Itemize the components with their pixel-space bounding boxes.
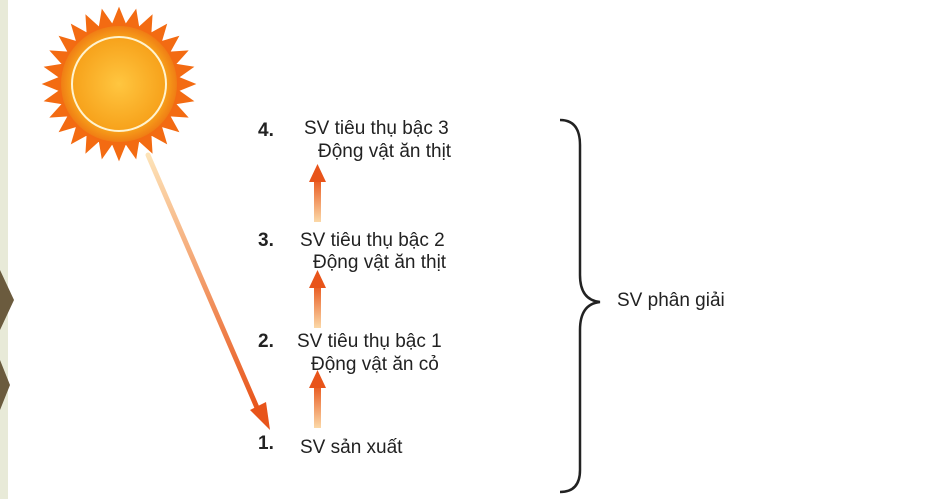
energy-arrow-3-to-4 xyxy=(309,164,326,222)
sun-icon xyxy=(41,6,197,162)
level-title: SV tiêu thụ bậc 2 xyxy=(300,230,445,251)
energy-arrow-1-to-2 xyxy=(309,370,326,428)
page-edge-decoration xyxy=(0,0,14,499)
energy-arrow-2-to-3 xyxy=(309,270,326,328)
level-title: SV tiêu thụ bậc 3 xyxy=(304,118,449,139)
level-subtitle: Động vật ăn thịt xyxy=(313,252,447,273)
sunlight-arrow xyxy=(145,152,270,430)
level-subtitle: Động vật ăn cỏ xyxy=(311,354,439,375)
level-title: SV sản xuất xyxy=(300,437,403,458)
level-number: 2. xyxy=(258,331,274,352)
decomposer-brace xyxy=(559,118,601,494)
decomposers-label: SV phân giải xyxy=(617,290,725,311)
level-number: 1. xyxy=(258,433,274,454)
level-number: 3. xyxy=(258,230,274,251)
level-title: SV tiêu thụ bậc 1 xyxy=(297,331,442,352)
level-number: 4. xyxy=(258,120,274,141)
level-subtitle: Động vật ăn thịt xyxy=(318,141,452,162)
